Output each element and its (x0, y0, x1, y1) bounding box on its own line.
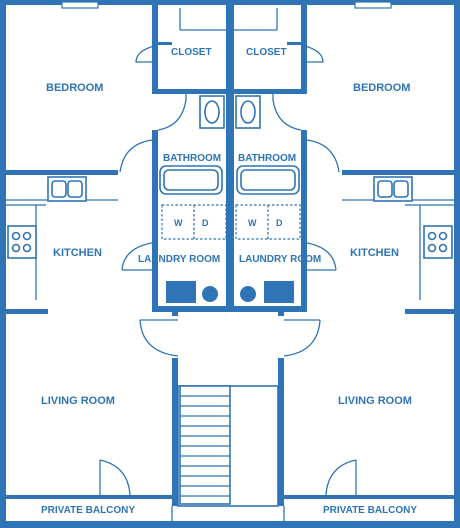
sink-icons (47, 176, 413, 202)
label-living-left: LIVING ROOM (41, 395, 115, 407)
closet-doors (135, 8, 324, 63)
label-laundry-left: LAUNDRY ROOM (138, 254, 220, 265)
label-bedroom-left: BEDROOM (46, 82, 103, 94)
washer-label-left: W (174, 218, 183, 228)
label-living-right: LIVING ROOM (338, 395, 412, 407)
stove-icons (7, 225, 453, 259)
dryer-label-right: D (276, 218, 283, 228)
label-bathroom-left: BATHROOM (163, 153, 221, 164)
label-kitchen-right: KITCHEN (350, 247, 399, 259)
laundry-doors (121, 241, 337, 271)
utility-icons (166, 281, 294, 303)
label-kitchen-left: KITCHEN (53, 247, 102, 259)
label-closet-left: CLOSET (171, 47, 212, 58)
washer-label-right: W (248, 218, 257, 228)
label-balcony-right: PRIVATE BALCONY (323, 505, 417, 516)
bathtub-icons (159, 165, 300, 195)
label-balcony-left: PRIVATE BALCONY (41, 505, 135, 516)
interior-walls (0, 0, 460, 314)
washer-dryer-icons: W D W D (161, 204, 301, 240)
label-closet-right: CLOSET (246, 47, 287, 58)
toilet-icons (199, 95, 261, 129)
label-bathroom-right: BATHROOM (238, 153, 296, 164)
label-laundry-right: LAUNDRY ROOM (239, 254, 321, 265)
balcony-area (0, 459, 460, 521)
dryer-label-left: D (202, 218, 209, 228)
stair-treads (179, 385, 231, 505)
room-labels: BEDROOM BEDROOM CLOSET CLOSET BATHROOM B… (41, 47, 417, 516)
label-bedroom-right: BEDROOM (353, 82, 410, 94)
bathroom-doors (119, 94, 340, 173)
